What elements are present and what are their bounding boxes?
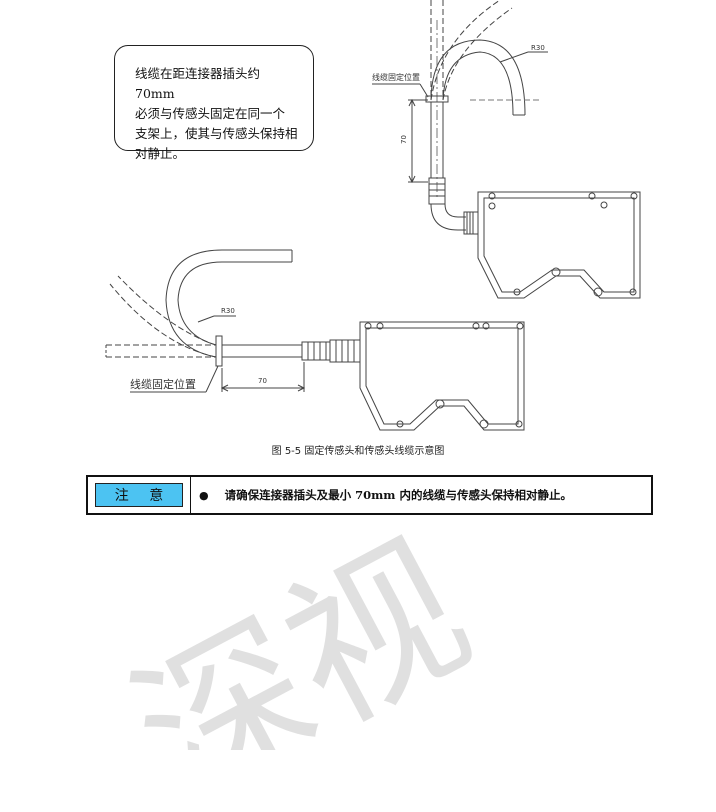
- top-dimension-label: 70: [400, 135, 408, 144]
- bottom-dimension-label: 70: [258, 377, 267, 385]
- top-fix-label: 线缆固定位置: [372, 72, 420, 82]
- top-radius-label: R30: [531, 44, 545, 52]
- cable-fixing-diagram: R30 线缆固定位置 70: [105, 0, 641, 431]
- bullet-icon: ●: [199, 488, 209, 502]
- notice-content: ● 请确保连接器插头及最小 70mm 内的线缆与传感头保持相对静止。: [191, 477, 651, 513]
- notice-box: 注 意 ● 请确保连接器插头及最小 70mm 内的线缆与传感头保持相对静止。: [86, 475, 653, 515]
- bottom-diagram: [105, 249, 525, 431]
- watermark-text: 深视: [105, 507, 498, 750]
- bottom-fix-label: 线缆固定位置: [130, 377, 196, 391]
- notice-text: 请确保连接器插头及最小 70mm 内的线缆与传感头保持相对静止。: [224, 488, 572, 502]
- notice-tag: 注 意: [95, 483, 183, 507]
- top-diagram: [372, 0, 641, 299]
- figure-caption: 图 5-5 固定传感头和传感头线缆示意图: [271, 446, 445, 457]
- cable-fixing-note: 线缆在距连接器插头约 70mm 必须与传感头固定在同一个 支架上，使其与传感头保…: [114, 45, 314, 161]
- bottom-radius-label: R30: [221, 307, 235, 315]
- notice-label-cell: 注 意: [88, 477, 191, 513]
